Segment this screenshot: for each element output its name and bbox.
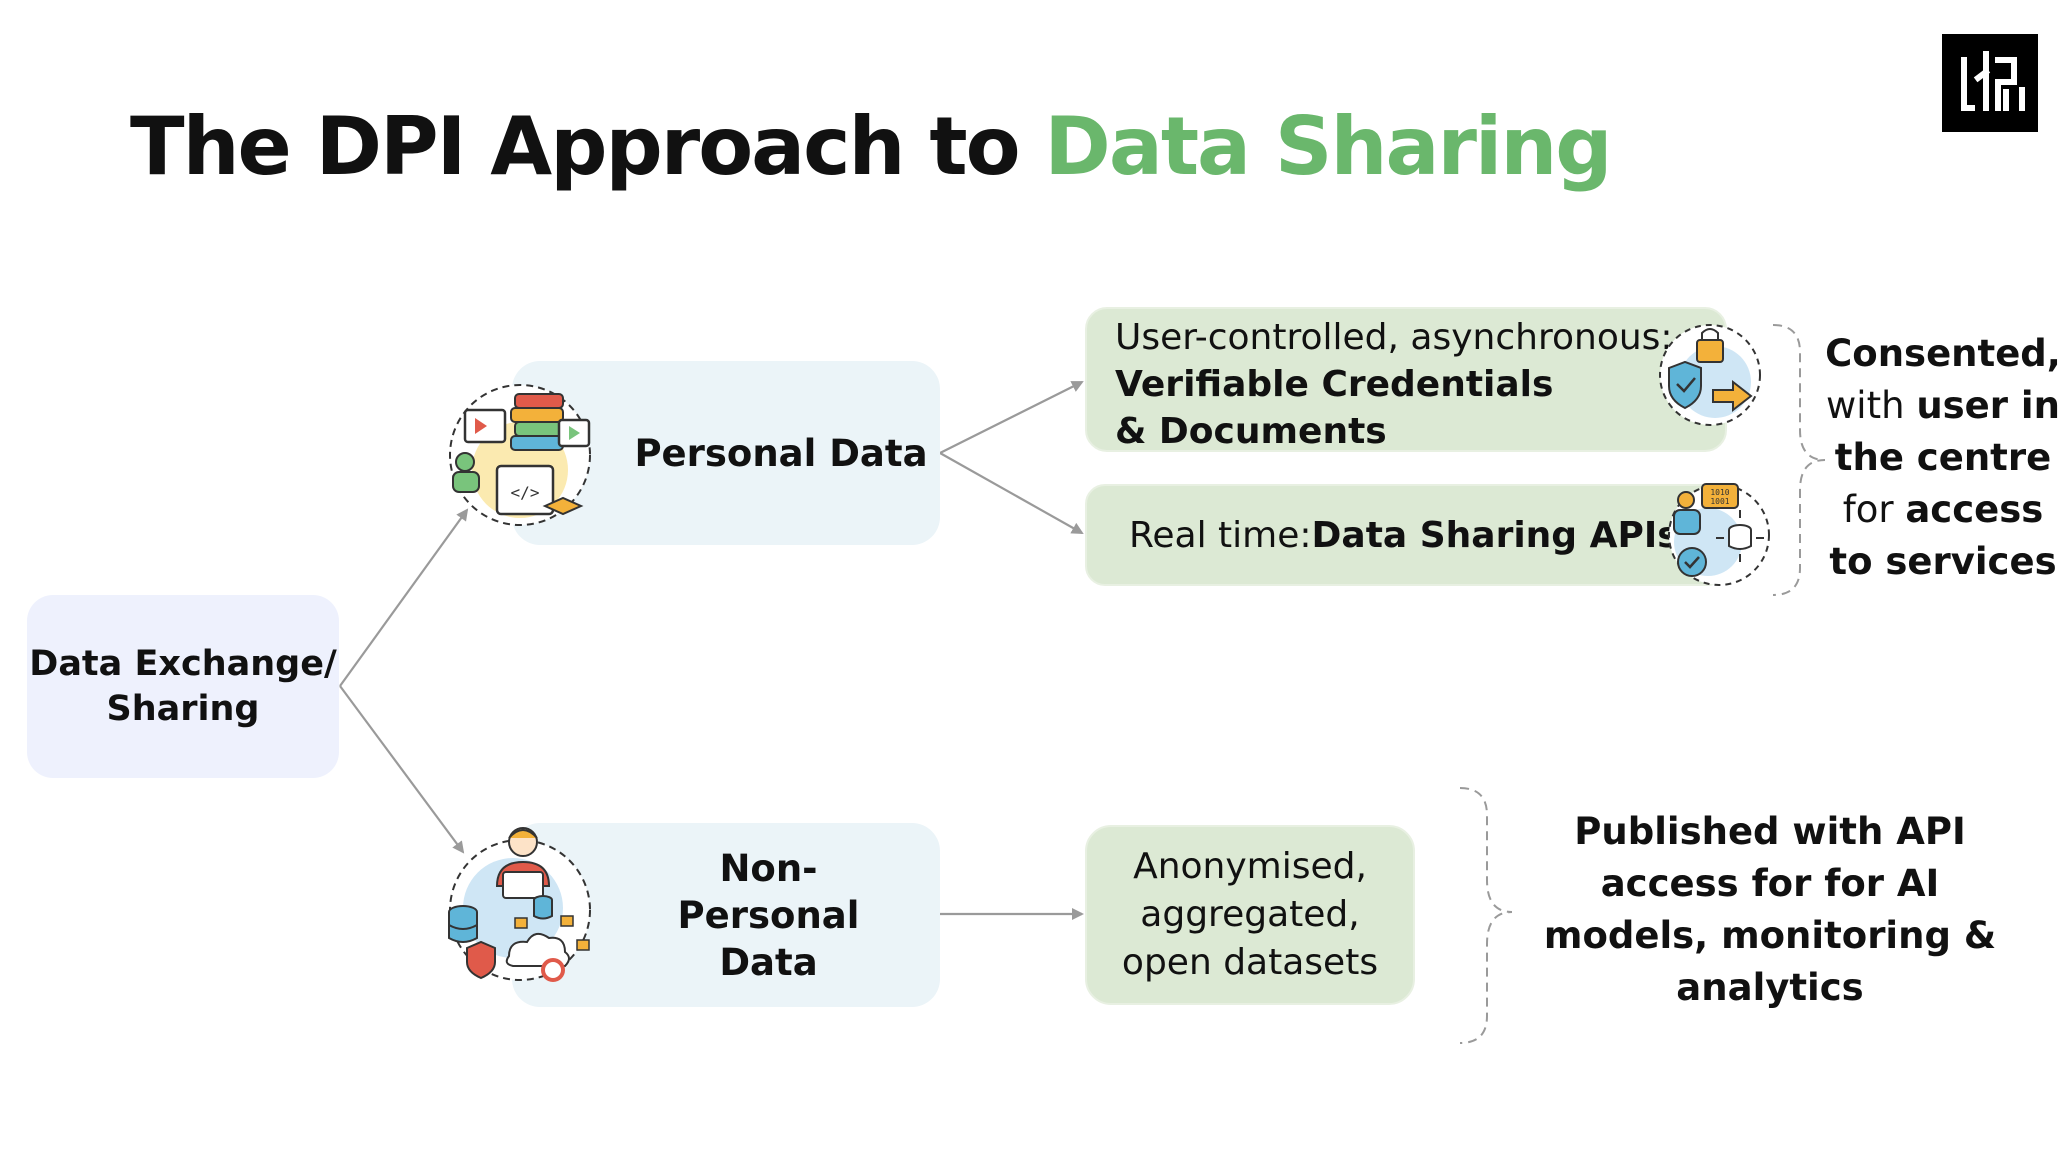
- arrow-personal-to-api: [939, 452, 1084, 534]
- education-media-icon: </>: [445, 380, 595, 530]
- security-lock-exchange-icon: [1655, 320, 1765, 430]
- title-highlight: Data Sharing: [1044, 100, 1612, 193]
- root-label: Data Exchange/ Sharing: [29, 643, 337, 729]
- brace-nonpersonal: [1459, 787, 1513, 1044]
- svg-text:</>: </>: [511, 483, 540, 502]
- data-sharing-apis-node: Real time: Data Sharing APIs: [1085, 484, 1727, 586]
- summary-user-centre: user in the centre: [1834, 384, 2060, 479]
- arrow-personal-to-vc: [939, 381, 1084, 454]
- data-network-gear-icon: 1010 1001: [1664, 480, 1774, 590]
- non-personal-summary: Published with API access for for AI mod…: [1540, 806, 2000, 1014]
- summary-with: with: [1826, 384, 1917, 427]
- verifiable-credentials-node: User-controlled, asynchronous: Verifiabl…: [1085, 307, 1727, 452]
- summary-for: for: [1842, 488, 1906, 531]
- summary-consented: Consented,: [1825, 332, 2061, 375]
- title-prefix: The DPI Approach to: [130, 100, 1045, 193]
- vc-intro: User-controlled, asynchronous:: [1115, 317, 1673, 358]
- summary-access: access to services: [1829, 488, 2057, 583]
- svg-text:1001: 1001: [1710, 497, 1729, 506]
- page-title: The DPI Approach to Data Sharing: [130, 100, 1613, 193]
- open-datasets-node: Anonymised, aggregated, open datasets: [1085, 825, 1415, 1005]
- non-personal-data-label: Non-Personal Data: [677, 846, 860, 984]
- arrow-root-to-personal: [339, 508, 469, 687]
- personal-data-label: Personal Data: [634, 431, 928, 475]
- svg-text:1010: 1010: [1710, 488, 1729, 497]
- database-analyst-icon: [445, 820, 595, 988]
- api-emphasis: Data Sharing APIs: [1311, 514, 1679, 556]
- dpi-logo-icon: [1942, 34, 2038, 132]
- api-intro: Real time:: [1129, 514, 1312, 556]
- personal-data-node: Personal Data: [512, 361, 940, 545]
- personal-data-summary: Consented, with user in the centre for a…: [1818, 328, 2068, 588]
- published-summary-text: Published with API access for for AI mod…: [1543, 810, 1997, 1009]
- root-node: Data Exchange/ Sharing: [27, 595, 339, 778]
- vc-emphasis: Verifiable Credentials & Documents: [1115, 364, 1554, 452]
- open-datasets-label: Anonymised, aggregated, open datasets: [1121, 846, 1379, 983]
